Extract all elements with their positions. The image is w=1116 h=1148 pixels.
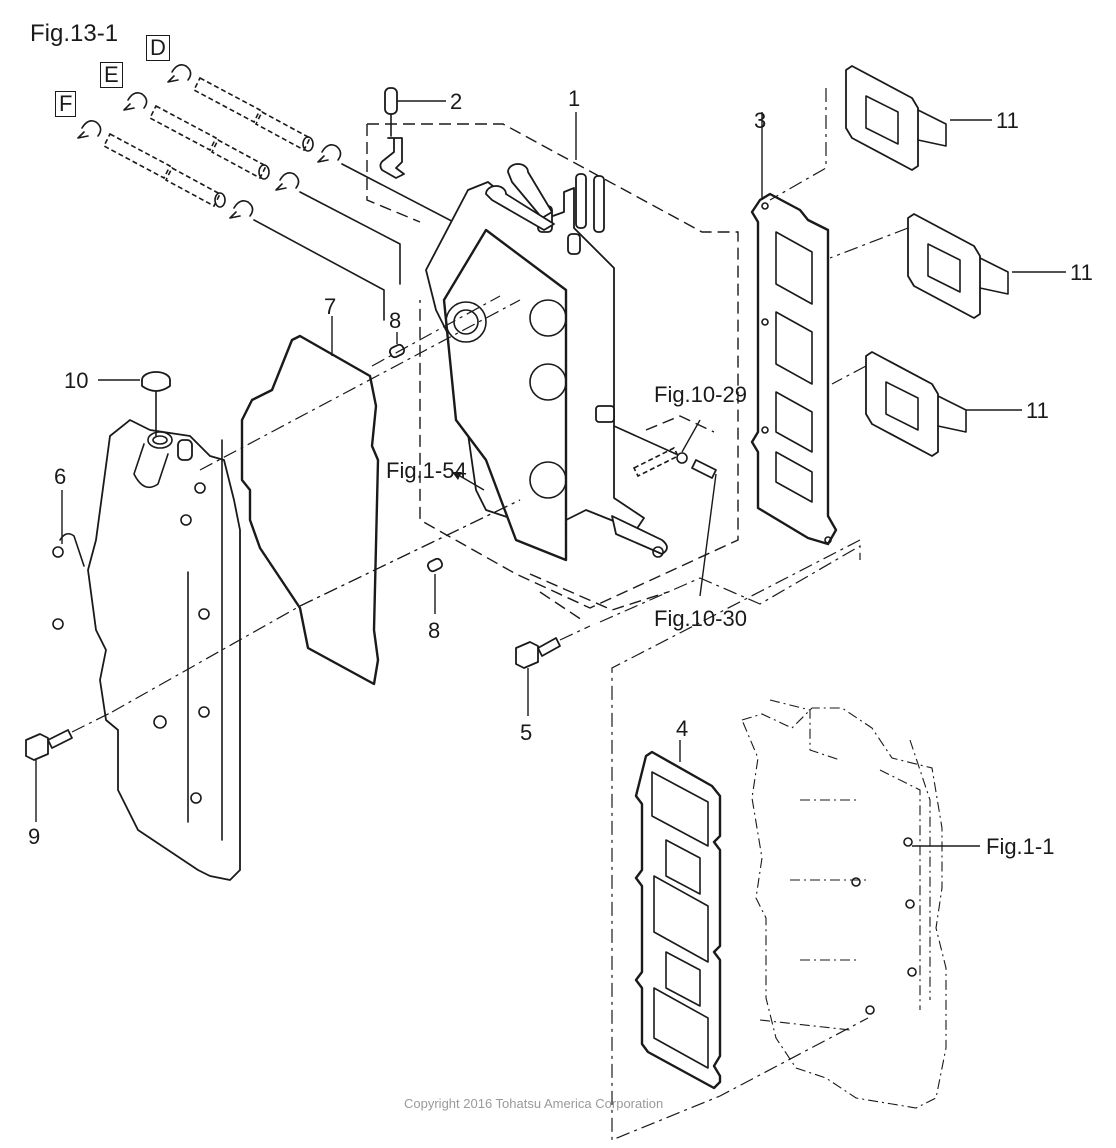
hose-clamp-icon [77, 120, 102, 139]
ref-fig-1-54: Fig.1-54 [386, 458, 467, 483]
figure-title: Fig.13-1 [30, 20, 119, 47]
hose-assembly-d [167, 64, 493, 243]
part-6-manifold-cover [52, 419, 241, 881]
part-2-fitting [379, 87, 446, 179]
callout-10: 10 [64, 368, 89, 393]
part-1-manifold-body [425, 163, 668, 562]
part-1-group-outline [366, 112, 739, 609]
callout-2: 2 [450, 89, 463, 114]
callout-1: 1 [568, 86, 581, 111]
ref-fig-10-30: Fig.10-30 [654, 606, 747, 631]
sensor-assembly [613, 415, 717, 597]
hose-label-f: F [55, 91, 77, 117]
callout-6: 6 [54, 464, 67, 489]
hose-clamp-icon [123, 92, 148, 111]
part-3-gasket [750, 112, 838, 546]
callout-5: 5 [520, 720, 533, 745]
alignment-lines [111, 299, 869, 1141]
fig-1-54-arrow [452, 472, 485, 491]
callout-7: 7 [324, 294, 337, 319]
part-7-cover-gasket [240, 316, 380, 686]
hose-assembly-f [77, 120, 385, 321]
hose-assembly-e [123, 92, 401, 285]
hose-clamp-icon [275, 172, 300, 191]
callout-9: 9 [28, 824, 41, 849]
copyright-notice: Copyright 2016 Tohatsu America Corporati… [404, 1096, 664, 1111]
hose-label-d: D [146, 35, 170, 61]
hose-clamp-icon [229, 200, 254, 219]
hose-clamp-icon [167, 64, 192, 83]
engine-block-reference [741, 699, 980, 1109]
part-10-cap [98, 371, 171, 437]
part-4-gasket [634, 740, 722, 1090]
part-9-bolt [25, 711, 113, 822]
ref-fig-1-1: Fig.1-1 [986, 834, 1055, 859]
hose-label-e: E [100, 62, 123, 88]
part-5-bolt [515, 625, 591, 716]
ref-fig-10-29: Fig.10-29 [654, 382, 747, 407]
callout-4: 4 [676, 716, 689, 741]
callout-8-upper: 8 [389, 308, 402, 333]
callout-11-top: 11 [996, 108, 1019, 133]
callout-11-middle: 11 [1070, 260, 1093, 285]
callout-8-lower: 8 [428, 618, 441, 643]
callout-11-bottom: 11 [1026, 398, 1049, 423]
part-11-reed-valve-middle [829, 213, 1066, 319]
hose-clamp-icon [317, 144, 342, 163]
callout-3: 3 [754, 108, 767, 133]
part-11-reed-valve-top [769, 65, 992, 201]
part-8-dowel-pin-upper [371, 295, 501, 367]
part-11-reed-valve-bottom [831, 351, 1022, 457]
